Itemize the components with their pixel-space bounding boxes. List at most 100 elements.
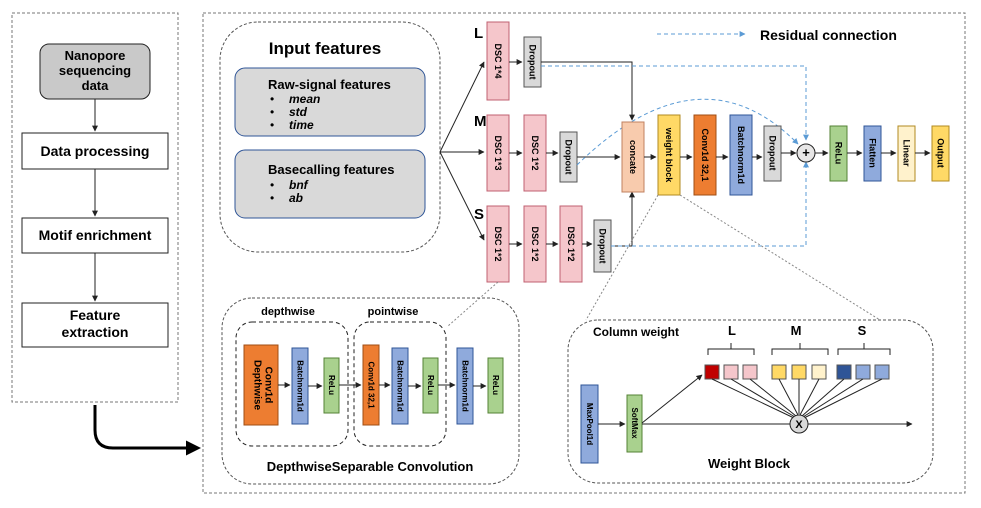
add-symbol: + (802, 145, 810, 160)
l-dsc-1x4: DSC 1*4 (493, 43, 503, 78)
s-weight-3 (874, 364, 890, 380)
pipeline-panel: Nanopore sequencing data Data processing… (11, 12, 201, 456)
branch-l-label: L (474, 25, 483, 42)
branch-m: DSC 1*3 DSC 1*2 Dropout (486, 114, 578, 192)
feature-extraction-line-1: Feature (70, 307, 121, 323)
conv1d-label: Conv1d 32,1 (700, 128, 710, 181)
raw-signal-title: Raw-signal features (268, 77, 391, 92)
nanopore-line-1: Nanopore (65, 48, 126, 63)
out-batchnorm-label: Batchnorm1d (461, 360, 470, 412)
nanopore-line-3: data (82, 78, 110, 93)
m-bracket (771, 343, 829, 355)
weight-fan-in (711, 378, 883, 419)
conv1d-block (693, 114, 717, 196)
m-weight-3 (811, 364, 827, 380)
concate-label: concate (628, 140, 638, 174)
residual-connection-label: Residual connection (760, 27, 897, 43)
motif-enrichment-label: Motif enrichment (39, 227, 152, 243)
batchnorm-block (729, 114, 753, 196)
svg-text:•: • (270, 191, 274, 205)
l-weight-1 (704, 364, 720, 380)
residual-connections (541, 65, 809, 247)
main-dropout-label: Dropout (768, 136, 778, 171)
m-dropout: Dropout (564, 140, 574, 175)
pw-batchnorm-label: Batchnorm1d (396, 360, 405, 412)
l-weight-2 (723, 364, 739, 380)
s-weight-2 (855, 364, 871, 380)
base-item-bnf: bnf (289, 178, 309, 192)
s-dsc-1x2-a: DSC 1*2 (493, 226, 503, 261)
feature-extraction-line-2: extraction (62, 324, 129, 340)
raw-item-time: time (289, 118, 314, 132)
svg-text:•: • (270, 92, 274, 106)
m-weight-2 (791, 364, 807, 380)
basecalling-title: Basecalling features (268, 162, 394, 177)
output-block (931, 125, 950, 182)
weight-block (657, 114, 681, 196)
out-relu-block (487, 357, 504, 414)
depthwise-conv-block (243, 344, 279, 426)
model-panel (202, 12, 966, 494)
s-dropout: Dropout (598, 229, 608, 264)
nanopore-line-2: sequencing (59, 63, 131, 78)
m-dsc-1x2: DSC 1*2 (530, 135, 540, 170)
weight-block-title: Weight Block (708, 456, 791, 471)
pointwise-group (353, 321, 447, 447)
pw-conv-label: Conv1d 32,1 (367, 361, 376, 409)
flatten-label: Flatten (868, 138, 878, 168)
raw-item-std: std (289, 105, 308, 119)
batchnorm-label: Batchnorm1d (736, 126, 746, 184)
motif-enrichment-box: Motif enrichment (21, 217, 169, 254)
branch-l: DSC 1*4 Dropout (486, 21, 542, 101)
main-chain: concate weight block Conv1d 32,1 Batchno… (621, 114, 950, 196)
residual-legend: Residual connection (657, 27, 897, 43)
dsc-title: DepthwiseSeparable Convolution (267, 459, 474, 474)
l-bracket (707, 343, 755, 355)
depthwise-group (235, 321, 349, 447)
maxpool-label: MaxPool1d (585, 403, 594, 445)
raw-item-mean: mean (289, 92, 320, 106)
m-weight-1 (771, 364, 787, 380)
s-weight-1 (836, 364, 852, 380)
branch-s-label: S (474, 206, 484, 223)
basecalling-features-box: Basecalling features • bnf • ab (234, 149, 426, 219)
pipeline-to-model-arrow (93, 405, 201, 456)
softmax-label: SoftMax (630, 407, 639, 439)
svg-text:•: • (270, 118, 274, 132)
column-weight-label: Column weight (593, 325, 679, 339)
out-relu-label: ReLu (491, 375, 500, 395)
concate-inputs (541, 61, 635, 247)
zoom-guides (447, 194, 881, 327)
linear-label: Linear (902, 139, 912, 167)
data-processing-box: Data processing (21, 132, 169, 170)
output-label: Output (936, 138, 946, 168)
depthwise-conv-line-2: Conv1d (263, 367, 274, 404)
l-dropout: Dropout (528, 45, 538, 80)
svg-text:•: • (270, 178, 274, 192)
weight-block-label: weight block (664, 127, 674, 184)
relu-label: ReLu (834, 142, 844, 165)
dw-relu-label: ReLu (327, 375, 336, 395)
wb-s-label: S (858, 323, 867, 338)
depthwise-label: depthwise (261, 306, 315, 318)
svg-text:•: • (270, 105, 274, 119)
weight-block-detail-panel: Column weight L M S MaxPool1d SoftMax (567, 319, 934, 484)
wb-l-label: L (728, 323, 736, 338)
s-dsc-1x2-c: DSC 1*2 (566, 226, 576, 261)
m-dsc-1x3: DSC 1*3 (493, 135, 503, 170)
depthwise-conv-line-1: Depthwise (252, 360, 263, 410)
wb-m-label: M (791, 323, 802, 338)
feature-extraction-box: Feature extraction (21, 302, 169, 348)
base-item-ab: ab (289, 191, 303, 205)
input-features-title: Input features (269, 39, 381, 58)
l-weight-3 (742, 364, 758, 380)
pw-relu-label: ReLu (426, 375, 435, 395)
dsc-detail-panel: depthwise pointwise Depthwise Conv1d Bat… (221, 297, 520, 485)
s-bracket (837, 343, 891, 355)
multiply-symbol: X (795, 419, 803, 431)
dw-batchnorm-label: Batchnorm1d (296, 360, 305, 412)
branch-m-label: M (474, 113, 487, 130)
input-features-panel: Input features Raw-signal features • mea… (219, 21, 441, 253)
nanopore-data-box: Nanopore sequencing data (39, 43, 151, 100)
